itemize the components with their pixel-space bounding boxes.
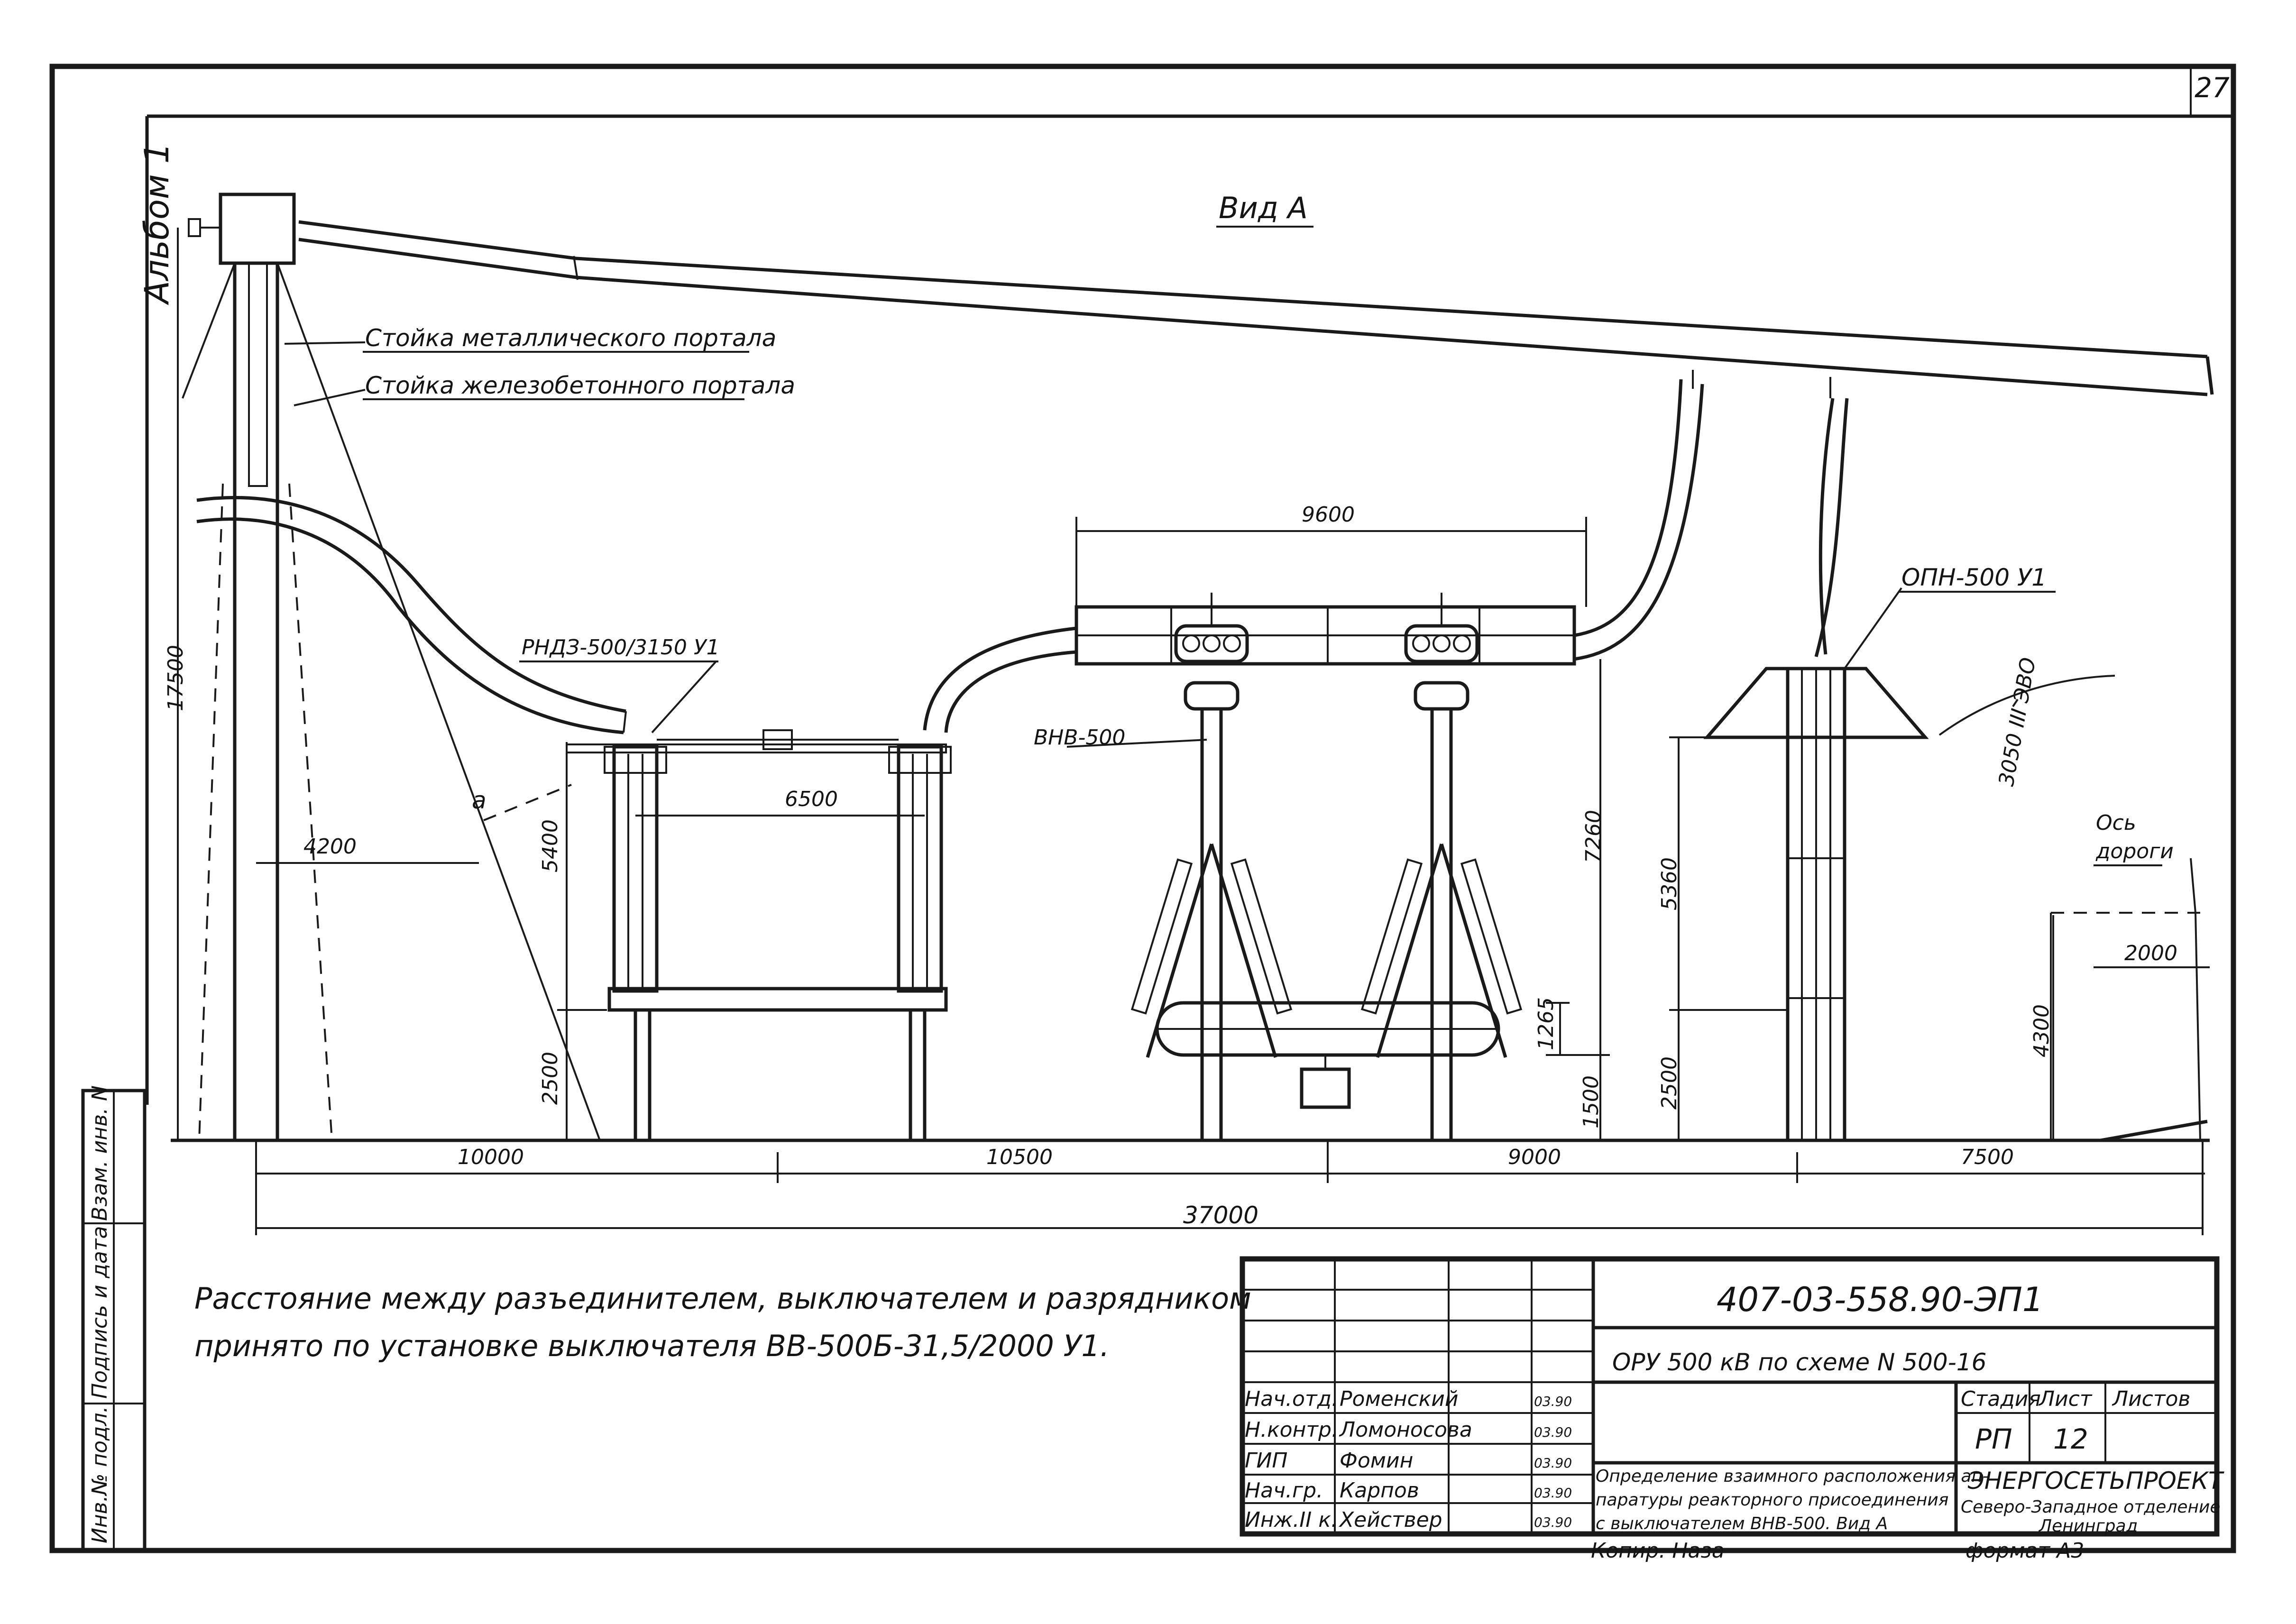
label-breaker: ВНВ-500: [1034, 725, 1125, 750]
dim-4200: 4200: [303, 835, 357, 859]
stage-value: РП: [1975, 1423, 2012, 1455]
org-branch: Северо-Западное отделение: [1961, 1497, 2221, 1517]
dim-5360: 5360: [1657, 857, 1681, 910]
road-axis-label-1: Ось: [2096, 811, 2136, 835]
dim-37000: 37000: [1183, 1202, 1258, 1229]
road-axis-label-2: дороги: [2095, 839, 2174, 863]
dim-7260: 7260: [1581, 810, 1606, 863]
svg-text:Фомин: Фомин: [1340, 1449, 1413, 1473]
dimensions: 9600 17500 4200 5400 2500 6500 7260 1265…: [164, 228, 2205, 1235]
note-line-1: Расстояние между разъединителем, выключа…: [194, 1281, 1251, 1316]
svg-text:Инж.II к.: Инж.II к.: [1245, 1508, 1338, 1532]
sheet-frame: 27 Альбом 1: [49, 64, 2236, 1553]
svg-text:Хействер: Хействер: [1339, 1508, 1442, 1532]
sheet-value: 12: [2053, 1423, 2088, 1455]
album-label: Альбом 1: [138, 143, 176, 305]
project-name: ОРУ 500 кВ по схеме N 500-16: [1612, 1349, 1986, 1376]
role-row: Нач.гр. Карпов 03.90: [1245, 1478, 1572, 1503]
role-row: ГИП Фомин 03.90: [1245, 1449, 1572, 1473]
svg-text:Нач.отд.: Нач.отд.: [1245, 1387, 1338, 1411]
dim-6500: 6500: [785, 787, 838, 811]
format-label: формат А3: [1965, 1539, 2084, 1563]
road: 3050 III ЭВО Ось дороги 2000: [1938, 656, 2210, 1142]
conductor-to-breaker: [923, 626, 1077, 731]
stamp-vzam-inv: Взам. инв. N: [88, 1085, 112, 1221]
guy-wire: [276, 263, 601, 1141]
doc-code: 407-03-558.90-ЭП1: [1717, 1280, 2043, 1319]
role-row: Н.контр. Ломоносова 03.90: [1245, 1418, 1572, 1442]
dim-2500-right: 2500: [1657, 1056, 1681, 1110]
col-sheets: Листов: [2112, 1387, 2190, 1411]
dim-1500: 1500: [1579, 1075, 1603, 1129]
svg-text:03.90: 03.90: [1534, 1514, 1572, 1530]
arrester: ОПН-500 У1: [1703, 564, 2056, 1142]
org-city: Ленинград: [2038, 1516, 2138, 1536]
svg-text:Роменский: Роменский: [1340, 1387, 1458, 1411]
disconnector: РНДЗ-500/3150 У1: [519, 635, 952, 1140]
dim-17500: 17500: [164, 645, 188, 711]
dim-5400: 5400: [538, 819, 562, 872]
sheet-title-1: Определение взаимного расположения ап-: [1596, 1467, 1989, 1486]
label-metal-portal: Стойка металлического портала: [365, 324, 776, 352]
dim-10500: 10500: [986, 1145, 1053, 1169]
dim-1265: 1265: [1534, 997, 1558, 1050]
overhead-conductor: [298, 220, 2214, 398]
breaker: ВНВ-500: [1034, 593, 1576, 1140]
sheet-title-2: паратуры реакторного присоединения: [1596, 1490, 1948, 1510]
dim-10000: 10000: [458, 1145, 524, 1169]
label-disconnector: РНДЗ-500/3150 У1: [522, 635, 720, 660]
role-row: Инж.II к. Хействер 03.90: [1245, 1508, 1572, 1532]
stamp-inv-podl: Инв.№ подл.: [88, 1406, 112, 1543]
svg-text:Н.контр.: Н.контр.: [1245, 1418, 1338, 1442]
dim-2500-left: 2500: [538, 1052, 562, 1105]
copied-by: Копир. Наза: [1591, 1539, 1725, 1563]
svg-text:Карпов: Карпов: [1340, 1478, 1419, 1503]
point-a: а: [472, 787, 487, 814]
col-sheet: Лист: [2038, 1387, 2093, 1411]
role-row: Нач.отд. Роменский 03.90: [1245, 1387, 1572, 1411]
view-title: Вид А: [1219, 191, 1308, 225]
label-arrester: ОПН-500 У1: [1901, 564, 2047, 591]
org-name: ЭНЕРГОСЕТЬПРОЕКТ: [1967, 1467, 2224, 1495]
portal-top-box: [219, 193, 296, 265]
dim-9600: 9600: [1302, 503, 1355, 527]
dim-4300: 4300: [2030, 1004, 2054, 1057]
sheet-corner-number: 27: [2195, 72, 2230, 104]
dim-7500: 7500: [1961, 1145, 2014, 1169]
portal-structure: Стойка металлического портала Стойка жел…: [182, 193, 795, 1141]
dim-2000: 2000: [2124, 941, 2177, 965]
svg-text:Нач.гр.: Нач.гр.: [1245, 1478, 1323, 1503]
side-stamp: Взам. инв. N Подпись и дата Инв.№ подл.: [81, 1085, 147, 1552]
svg-text:03.90: 03.90: [1534, 1485, 1572, 1501]
svg-text:ГИП: ГИП: [1245, 1449, 1288, 1473]
stamp-podpis-data: Подпись и дата: [88, 1226, 112, 1399]
svg-text:03.90: 03.90: [1534, 1394, 1572, 1409]
note-line-2: принято по установке выключателя ВВ-500Б…: [194, 1329, 1109, 1363]
svg-text:03.90: 03.90: [1534, 1455, 1572, 1471]
title-block: 407-03-558.90-ЭП1 ОРУ 500 кВ по схеме N …: [1240, 1256, 2224, 1537]
col-stage: Стадия: [1961, 1387, 2041, 1411]
dim-9000: 9000: [1508, 1145, 1561, 1169]
sheet-title-3: с выключателем ВНВ-500. Вид А: [1596, 1514, 1888, 1533]
svg-text:03.90: 03.90: [1534, 1424, 1572, 1440]
road-curve-label: 3050 III ЭВО: [1994, 656, 2041, 788]
label-concrete-portal: Стойка железобетонного портала: [365, 372, 795, 399]
conductor-left: [196, 496, 627, 734]
svg-text:Ломоносова: Ломоносова: [1339, 1418, 1472, 1442]
